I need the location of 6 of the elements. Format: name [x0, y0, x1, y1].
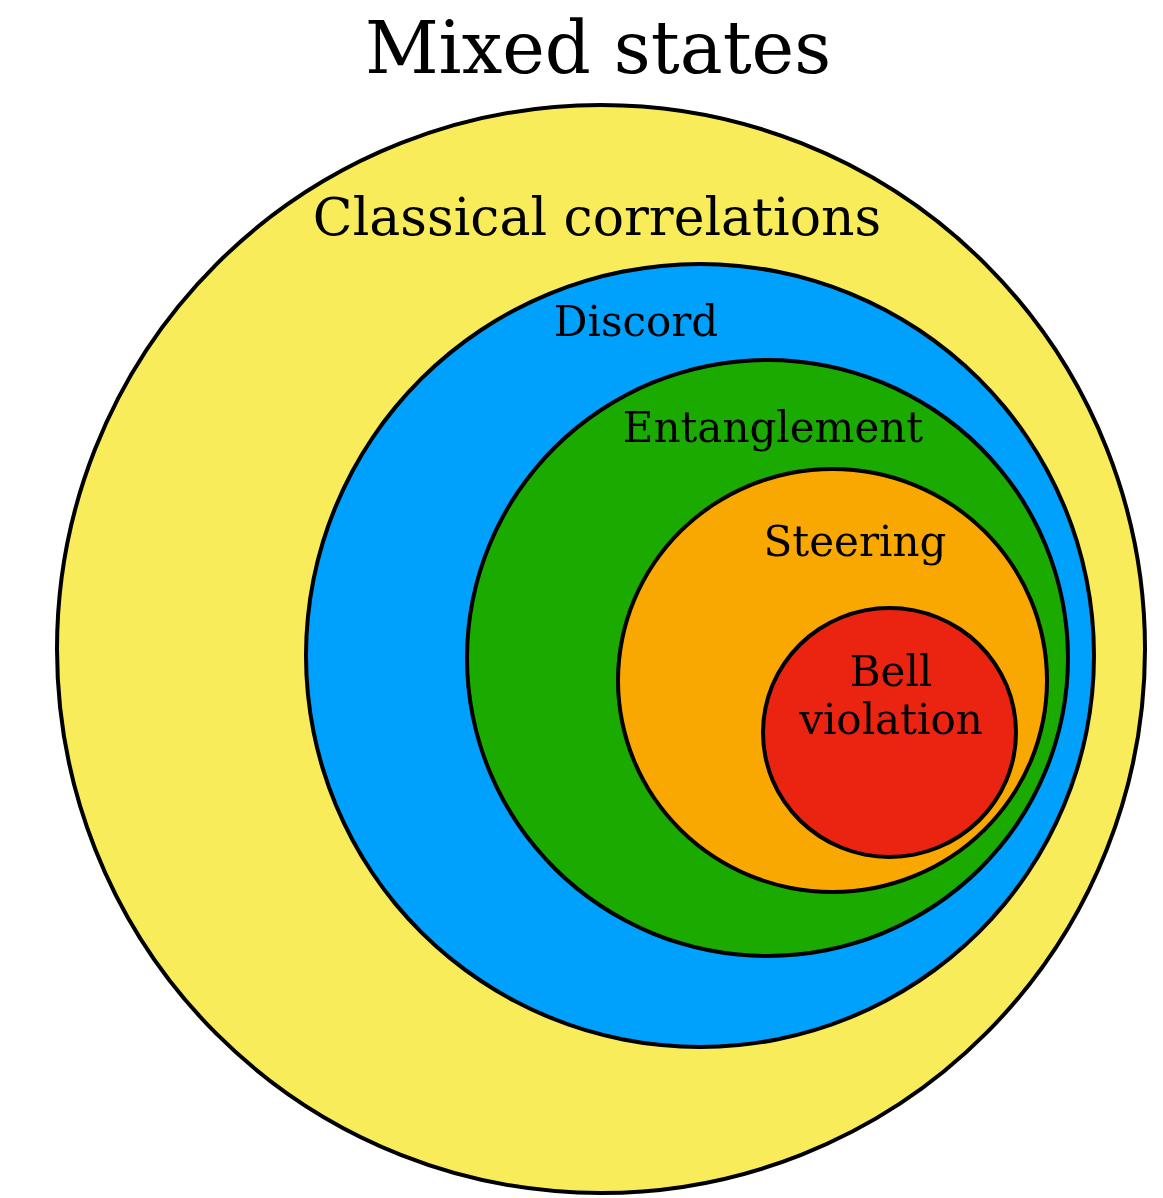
set-label: Entanglement [622, 403, 924, 453]
set-label: Discord [553, 297, 719, 347]
set-label: Classical correlations [312, 188, 882, 248]
diagram-title: Mixed states [364, 6, 832, 90]
set-label: Steering [763, 517, 947, 567]
set-label: Bell violation [798, 647, 984, 745]
